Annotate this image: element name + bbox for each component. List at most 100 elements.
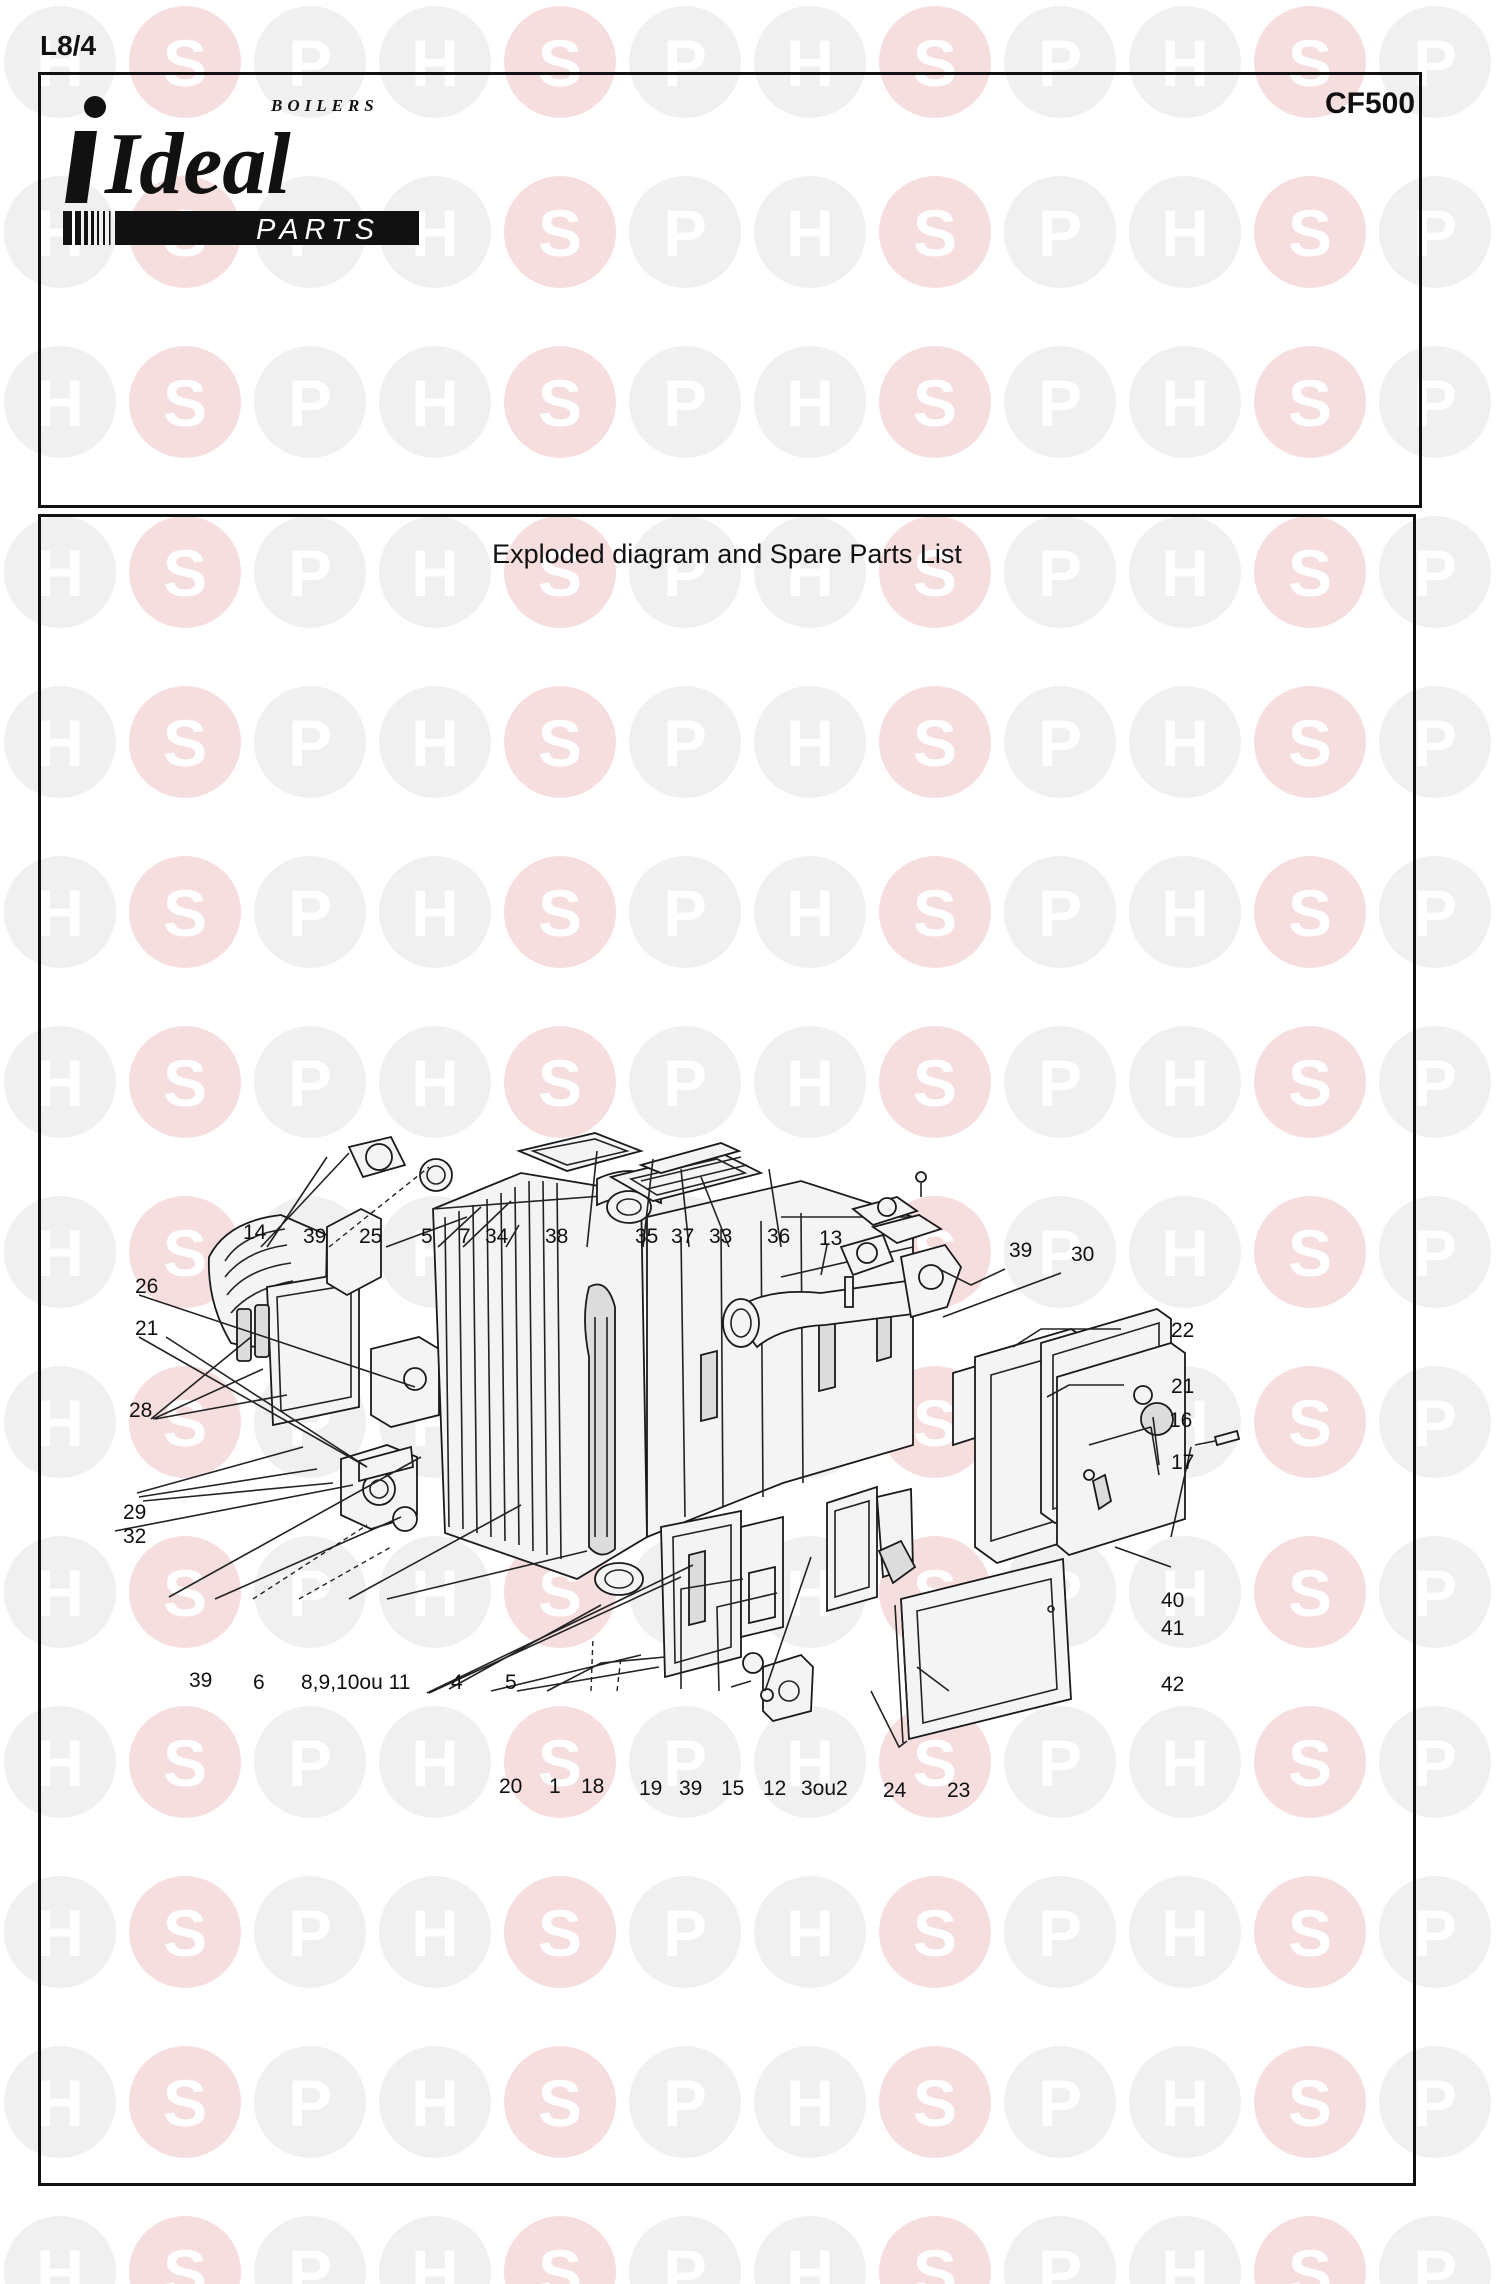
watermark-circle [1129, 1706, 1241, 1818]
watermark-letter: H [786, 1896, 834, 1970]
watermark-circle [504, 516, 616, 628]
watermark-circle [754, 516, 866, 628]
watermark-letter: P [1038, 1046, 1082, 1120]
watermark-circle [879, 346, 991, 458]
watermark-circle [1379, 176, 1491, 288]
watermark-circle [504, 176, 616, 288]
watermark-letter: H [36, 876, 84, 950]
watermark-letter: P [663, 366, 707, 440]
watermark-letter: P [1038, 876, 1082, 950]
watermark-circle [1254, 2046, 1366, 2158]
watermark-circle [129, 1026, 241, 1138]
callout: 17 [1171, 1451, 1194, 1474]
watermark-circle [504, 346, 616, 458]
watermark-letter: P [1038, 2236, 1082, 2284]
watermark-circle [254, 686, 366, 798]
watermark-letter: P [663, 536, 707, 610]
watermark-circle [879, 1706, 991, 1818]
watermark-circle [629, 1706, 741, 1818]
callout: 37 [671, 1225, 694, 1248]
watermark-circle [1129, 176, 1241, 288]
watermark-letter: H [36, 1896, 84, 1970]
watermark-circle [254, 1026, 366, 1138]
watermark-circle [1254, 516, 1366, 628]
watermark-letter: P [288, 706, 332, 780]
watermark-letter: S [163, 2236, 207, 2284]
watermark-circle [4, 856, 116, 968]
watermark-letter: P [1038, 706, 1082, 780]
watermark-circle [1129, 6, 1241, 118]
base-panel [894, 1557, 1072, 1744]
brand-main-word: Ideal [104, 116, 291, 213]
watermark-letter: S [913, 876, 957, 950]
watermark-circle [629, 1876, 741, 1988]
callout: 13 [819, 1227, 842, 1250]
watermark-circle [1254, 176, 1366, 288]
watermark-circle [1254, 346, 1366, 458]
watermark-circle [4, 2046, 116, 2158]
watermark-circle [1379, 2216, 1491, 2284]
watermark-circle [379, 2046, 491, 2158]
watermark-letter: P [288, 366, 332, 440]
watermark-letter: S [538, 876, 582, 950]
callout: 5 [505, 1671, 517, 1694]
watermark-letter: P [288, 876, 332, 950]
watermark-circle [1379, 2046, 1491, 2158]
watermark-circle [254, 2046, 366, 2158]
watermark-letter: S [538, 2066, 582, 2140]
watermark-letter: H [1161, 1046, 1209, 1120]
watermark-letter: H [411, 536, 459, 610]
watermark-circle [754, 1876, 866, 1988]
callout: 22 [1171, 1319, 1194, 1342]
callout: 39 [189, 1669, 212, 1692]
watermark-circle [4, 1196, 116, 1308]
watermark-letter: P [663, 1046, 707, 1120]
watermark-letter: S [913, 1726, 957, 1800]
callout: 16 [1169, 1409, 1192, 1432]
watermark-circle [254, 516, 366, 628]
callout: 5 [421, 1225, 433, 1248]
watermark-letter: P [663, 1726, 707, 1800]
watermark-circle [379, 1536, 491, 1648]
watermark-letter: S [538, 2236, 582, 2284]
watermark-circle [4, 346, 116, 458]
callout: 3ou2 [801, 1777, 848, 1800]
watermark-circle [879, 1026, 991, 1138]
watermark-circle [254, 346, 366, 458]
watermark-circle [1379, 686, 1491, 798]
watermark-circle [129, 2216, 241, 2284]
watermark-letter: H [411, 876, 459, 950]
ideal-parts-logo: BOILERS Ideal PARTS [63, 96, 419, 246]
watermark-letter: H [411, 1556, 459, 1630]
watermark-letter: H [786, 1046, 834, 1120]
top-left-gaskets [347, 1135, 453, 1192]
watermark-letter: P [663, 2066, 707, 2140]
watermark-letter: H [1161, 196, 1209, 270]
watermark-letter: P [1413, 876, 1457, 950]
callout: 28 [129, 1399, 152, 1422]
watermark-circle [129, 6, 241, 118]
watermark-letter: H [36, 1216, 84, 1290]
watermark-circle [1379, 1536, 1491, 1648]
watermark-letter: H [1161, 1556, 1209, 1630]
watermark-letter: H [36, 1386, 84, 1460]
header-box: BOILERS Ideal PARTS CF500 [38, 72, 1422, 508]
watermark-circle [1254, 686, 1366, 798]
watermark-circle [1379, 6, 1491, 118]
callout: 33 [709, 1225, 732, 1248]
left-flanges [326, 1207, 440, 1532]
leader-lines [114, 1150, 1192, 1749]
watermark-letter: P [288, 1896, 332, 1970]
watermark-circle [629, 176, 741, 288]
top-covers [516, 1132, 764, 1202]
watermark-circle [754, 686, 866, 798]
watermark-letter: P [1413, 536, 1457, 610]
watermark-letter: H [36, 1556, 84, 1630]
watermark-letter: P [288, 2066, 332, 2140]
watermark-circle [504, 856, 616, 968]
watermark-letter: S [163, 1556, 207, 1630]
section-block [432, 1170, 662, 1596]
callout: 41 [1161, 1617, 1184, 1640]
callout: 25 [359, 1225, 382, 1248]
watermark-circle [1254, 1706, 1366, 1818]
